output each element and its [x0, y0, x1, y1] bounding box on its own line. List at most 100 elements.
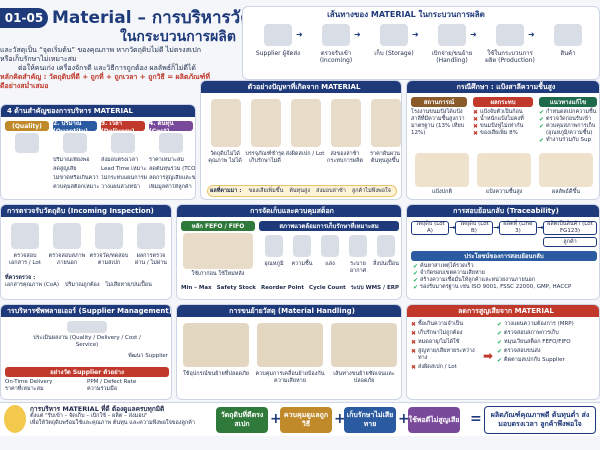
x-icon: ✖	[411, 330, 417, 337]
result-item: ส่งมอบล่าช้า	[316, 188, 346, 194]
incoming-note: ไม่เสียหาย/ปนเปื้อน	[105, 282, 152, 288]
check-icon: ✔	[497, 357, 503, 364]
page-subtitle: ในกระบวนการผลิต	[120, 29, 236, 45]
clock-icon	[111, 133, 135, 153]
trace-benefit: ✔สร้างความเชื่อมั่นให้ลูกค้าและหน่วยงานภ…	[413, 277, 597, 284]
x-icon: ✖	[411, 339, 417, 346]
quad-item: ไม่ขาดหรือเกินความ	[53, 175, 99, 181]
waste-item-text: ซื้อเกินความจำเป็น	[418, 321, 463, 327]
result-items: ของเสียเพิ่มขึ้นต้นทุนสูงส่งมอบล่าช้าลูก…	[245, 187, 393, 195]
handling-label: เส้นทางขนย้ายชัดเจนและปลอดภัย	[333, 371, 395, 384]
summary-sub: ตั้งแต่ "รับเข้า – จัดเก็บ – เบิกใช้ – ผ…	[30, 413, 148, 419]
section-tag: 01-05	[0, 8, 48, 28]
case-item: ✖น้ำหนักแป้งไม่คงที่	[473, 116, 535, 123]
problems-panel: ตัวอย่างปัญหาที่เกิดจาก MATERIAL วัตถุดิ…	[200, 80, 402, 200]
flour-picture	[415, 153, 469, 187]
shelf-icon	[380, 24, 408, 46]
process-step-label: เก็บ (Storage)	[374, 50, 414, 57]
handling-heading: การขนย้ายวัสดุ (Material Handling)	[177, 305, 401, 317]
result-item: ของเสียเพิ่มขึ้น	[248, 188, 284, 194]
balance-icon	[63, 133, 87, 153]
check-icon: ✔	[539, 123, 545, 130]
supplier-kpi: ราคาที่เหมาะสม	[5, 386, 44, 392]
handling-label: ควบคุมการเคลื่อนย้ายป้องกันความเสียหาย	[255, 371, 325, 384]
incoming-panel: การตรวจรับวัตถุดิบ (Incoming Inspection)…	[0, 204, 172, 300]
problem-results: ผลที่ตามมา : ของเสียเพิ่มขึ้นต้นทุนสูงส่…	[207, 185, 397, 197]
quad-item: วางแผนล่วงหน้า	[101, 184, 141, 190]
flour-picture	[477, 153, 531, 187]
trace-benefit-text: ค้นหาสาเหตุได้รวดเร็ว	[420, 263, 474, 269]
problem-picture	[331, 99, 361, 147]
fefo-label: หลัก FEFO / FIFO	[181, 221, 255, 231]
equals-icon: =	[470, 411, 482, 427]
stock-control: ระบบ WMS / ERP	[350, 285, 399, 291]
supplier-kpi: PPM / Defect Rate	[87, 379, 137, 385]
env-item-label: สิ่งปนเปื้อน	[373, 261, 399, 267]
summary-box: วัตถุดิบที่ดีตรงสเปก	[216, 407, 268, 433]
supplier-develop: พัฒนา Supplier	[128, 353, 168, 359]
check-icon: ✔	[539, 116, 545, 123]
supplier-kpi-title: อย่างวัด Supplier ตัวอย่าง	[5, 367, 169, 377]
check-icon: ✔	[413, 284, 419, 291]
case-item-text: ตรวจวัดก่อนรับเข้า	[546, 116, 592, 122]
intro-line: ต่อให้คนเก่ง เครื่องจักรดี และวิธีการถูก…	[18, 64, 196, 72]
trace-benefit-text: สร้างความเชื่อมั่นให้ลูกค้าและหน่วยงานภา…	[420, 277, 536, 283]
x-icon: ✖	[473, 116, 479, 123]
env-item-label: ความชื้น	[291, 261, 313, 267]
quad-col-title: 3. เวลา (Delivery)	[101, 120, 145, 135]
truck-icon	[264, 24, 292, 46]
waste-item: ✔ตรวจสอบขนส่ง	[497, 348, 600, 355]
case-heading: กรณีศึกษา : แป้งสาลีความชื้นสูง	[407, 81, 599, 93]
thermometer-icon	[265, 235, 283, 257]
summary-box: เก็บรักษาไม่เสียหาย	[344, 407, 396, 433]
waste-item: ✔ตรวจสอบสภาพการเก็บ	[497, 330, 600, 337]
supplier-eval: ประเมินผลงาน (Quality / Delivery / Cost …	[33, 335, 141, 348]
microscope-icon	[95, 223, 123, 249]
plus-icon: +	[270, 411, 282, 427]
check-icon: ✔	[497, 348, 503, 355]
sun-icon	[321, 235, 339, 257]
case-item-text: ของเสียเพิ่ม 8%	[480, 130, 518, 136]
quad-heading: 4 ด้านสำคัญของการบริหาร MATERIAL	[1, 105, 195, 117]
shelf-icon	[183, 233, 253, 269]
problem-picture	[211, 99, 241, 147]
incoming-notes: ที่ควรตรวจ : เอกสารคุณภาพ (CoA)ปริมาณถูก…	[5, 275, 169, 289]
x-icon: ✖	[473, 130, 479, 137]
env-label: สภาพแวดล้อมการเก็บรักษาที่เหมาะสม	[259, 221, 399, 231]
waste-item: ✔หมุนเวียนสต็อก FEFO/FIFO	[497, 339, 600, 346]
arrow-right-icon: ➜	[354, 30, 361, 39]
incoming-step-label: ตรวจสอบเอกสาร / Lot	[9, 253, 41, 266]
summary-box: ใช้พอดีไม่สูญเสีย	[408, 407, 460, 433]
case-item: ✔ทำงานร่วมกับ Sup	[539, 137, 599, 144]
fefo-note: ใช้เก่าก่อน ใช้ใหม่หลัง	[191, 271, 245, 277]
incoming-step-label: ตรวจสอบสภาพภายนอก	[48, 253, 86, 266]
arrow-right-icon: →	[537, 223, 544, 232]
case-col3: แนวทางแก้ไข	[539, 97, 597, 107]
quad-item: Lead Time เหมาะสม	[101, 166, 147, 172]
incoming-note-label: ที่ควรตรวจ :	[5, 275, 36, 281]
trace-panel: การสอบย้อนกลับ (Traceability) วัตถุดิบ (…	[406, 204, 600, 300]
problem-label: ราคาผันผวนต้นทุนสูงขึ้น	[370, 151, 400, 164]
waste-item-text: ตรวจสอบสภาพการเก็บ	[504, 330, 559, 336]
summary-lead: การบริหาร MATERIAL ที่ดี ต้องดูแลครบทุกม…	[30, 405, 165, 413]
x-icon: ✖	[473, 123, 479, 130]
trace-node: ผลิตที่ (Line 3)	[499, 221, 537, 235]
process-step-label: เบิกจ่าย/ขนย้าย (Handling)	[431, 50, 473, 64]
storage-panel: การจัดเก็บและควบคุมสต็อก หลัก FEFO / FIF…	[176, 204, 402, 300]
trace-node: ลูกค้า	[543, 237, 597, 247]
stock-control: Reorder Point	[260, 285, 304, 291]
trace-node: วัตถุดิบ (Lot B)	[455, 221, 493, 235]
case-item: ✖ของเสียเพิ่ม 8%	[473, 130, 535, 137]
clipboard-icon	[322, 24, 350, 46]
env-item-label: แสง	[325, 261, 335, 267]
handling-label: ใช้อุปกรณ์ขนย้ายที่ปลอดภัย	[183, 371, 249, 377]
problem-label: ส่งของล่าช้ากระทบการผลิต	[327, 151, 363, 164]
x-icon: ✖	[411, 348, 417, 355]
incoming-step-label: ตรวจวัด/ทดสอบตามสเปก	[89, 253, 129, 266]
arrow-right-icon: ➜	[470, 30, 477, 39]
pallet-jack-icon	[183, 323, 249, 367]
humidity-icon	[293, 235, 311, 257]
trace-benefit: ✔ค้นหาสาเหตุได้รวดเร็ว	[413, 263, 597, 270]
check-icon: ✔	[413, 263, 419, 270]
